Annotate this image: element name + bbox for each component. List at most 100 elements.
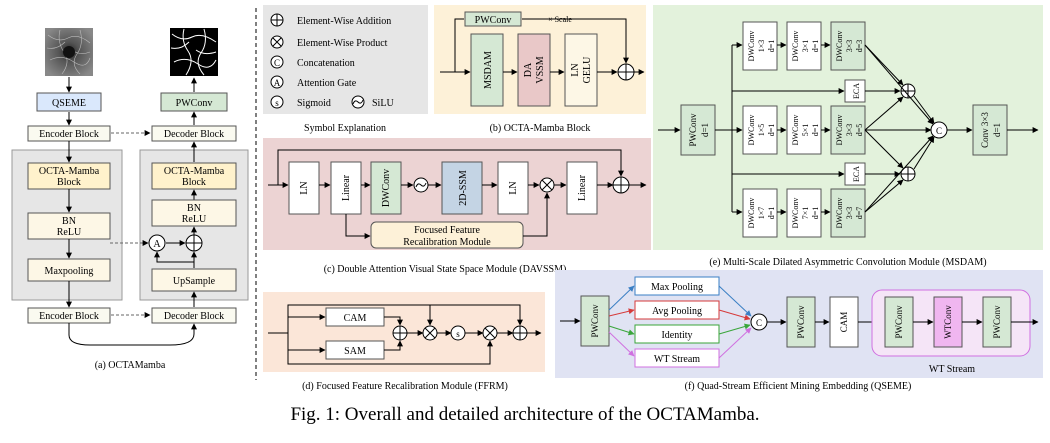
qseme-pwconv-1 — [580, 295, 610, 347]
panel-a: QSEME PWConv Encoder Block Decoder Block… — [11, 28, 249, 371]
branch-1-conv-1-a: DWConv — [747, 31, 756, 62]
wt-pwconv-2-label: PWConv — [992, 305, 1002, 339]
symbol-legend-caption: Symbol Explanation — [304, 123, 386, 134]
decoder-block-top — [151, 125, 237, 142]
ffrm-sam-label: SAM — [344, 346, 366, 357]
branch-3-conv-3-a: DWConv — [835, 198, 844, 229]
branch-3-conv-2-c: d=1 — [811, 207, 820, 220]
qseme-pwconv-2-label: PWConv — [796, 305, 806, 339]
legend-sigmoid-label: Sigmoid — [297, 98, 331, 109]
branch-2-conv-1-a: DWConv — [747, 115, 756, 146]
branch-2-conv-2-b: 5×1 — [801, 124, 810, 137]
davssm-ln-1-label: LN — [299, 181, 310, 194]
msdam-pwconv-label-2: d=1 — [700, 123, 710, 137]
davssm-dwconv — [370, 161, 402, 215]
branch-3-conv-1 — [742, 188, 778, 238]
decoder-mamba-label-2: Block — [182, 177, 206, 188]
wt-pwconv-1 — [884, 296, 914, 348]
msdam-conv-out — [972, 104, 1008, 156]
qseme-cam-label: CAM — [839, 312, 849, 333]
qseme-pwconv-1-label: PWConv — [590, 304, 600, 338]
concatenation-icon — [270, 55, 284, 69]
msdam-branch-2: DWConv 1×5 d=1 DWConv 5×1 d=1 DWConv 3×3… — [732, 105, 866, 155]
msdam-branch-3: DWConv 1×7 d=1 DWConv 7×1 d=1 DWConv 3×3… — [732, 188, 866, 238]
branch-2-conv-3-c: d=5 — [855, 124, 864, 137]
panel-f: PWConv Max Pooling Avg Pooling Identity … — [555, 270, 1043, 392]
encoder-relu-label: ReLU — [57, 227, 82, 238]
davssm-linear-2-label: Linear — [577, 174, 588, 201]
wtconv-block — [933, 296, 963, 348]
branch-2-conv-3-b: 3×3 — [845, 124, 854, 137]
legend-attention-label: Attention Gate — [297, 78, 357, 89]
branch-2-conv-3 — [830, 105, 866, 155]
decoder-mamba-label-1: OCTA-Mamba — [164, 166, 225, 177]
branch-1-conv-3-b: 3×3 — [845, 40, 854, 53]
panel-d-caption: (d) Focused Feature Recalibration Module… — [302, 381, 508, 392]
panel-b-pwconv-label: PWConv — [475, 15, 512, 26]
upsample-label: UpSample — [173, 276, 216, 287]
legend-silu-label: SiLU — [372, 98, 394, 109]
eca-label-1: ECA — [852, 83, 861, 99]
qseme-concat-letter: C — [756, 318, 762, 328]
decoder-block-top-label: Decoder Block — [164, 129, 224, 140]
bottleneck-connection — [68, 323, 197, 346]
msdam-pwconv-label-1: PWConv — [688, 113, 698, 147]
gelu-label: GELU — [582, 56, 593, 83]
pwconv-output-block — [160, 92, 228, 112]
branch-1-conv-3-c: d=3 — [855, 40, 864, 53]
ffrm-sigmoid-letter: s — [456, 329, 460, 339]
branch-1-conv-3-a: DWConv — [835, 31, 844, 62]
qseme-label: QSEME — [52, 98, 86, 109]
branch-1-conv-2 — [786, 21, 822, 71]
ss2d-block — [441, 161, 483, 215]
branch-3-conv-2-a: DWConv — [791, 198, 800, 229]
encoder-mamba-label-1: OCTA-Mamba — [39, 166, 100, 177]
branch-1-conv-3 — [830, 21, 866, 71]
attention-icon — [270, 75, 284, 89]
figure-caption: Fig. 1: Overall and detailed architectur… — [290, 404, 760, 425]
decoder-relu-label: ReLU — [182, 214, 207, 225]
wt-stream-label: WT Stream — [654, 354, 700, 365]
msdam-block — [470, 33, 504, 107]
panel-e-caption: (e) Multi-Scale Dilated Asymmetric Convo… — [709, 257, 986, 268]
encoder-block-top-label: Encoder Block — [39, 129, 99, 140]
encoder-block-bottom-label: Encoder Block — [39, 311, 99, 322]
branch-1-conv-1-b: 1×3 — [757, 40, 766, 53]
branch-1-conv-1 — [742, 21, 778, 71]
branch-3-conv-3-b: 3×3 — [845, 207, 854, 220]
legend-product-label: Element-Wise Product — [297, 38, 388, 49]
encoder-mamba-label-2: Block — [57, 177, 81, 188]
davssm-block — [517, 33, 551, 107]
max-pooling-label: Max Pooling — [651, 282, 703, 293]
ln-label: LN — [570, 63, 581, 76]
branch-1-conv-1-c: d=1 — [767, 40, 776, 53]
msdam-label: MSDAM — [483, 51, 494, 89]
eca-label-2: ECA — [852, 166, 861, 182]
legend-concat-letter: C — [274, 58, 280, 68]
davssm-ln-1 — [288, 161, 320, 215]
symbol-legend-bg — [263, 5, 428, 114]
panel-b-pwconv — [464, 11, 522, 27]
wt-pwconv-1-label: PWConv — [894, 305, 904, 339]
panel-b: PWConv × Scale MSDAM DA VSSM LN GELU (b)… — [434, 5, 646, 134]
pwconv-output-label: PWConv — [176, 98, 213, 109]
panel-c-caption: (c) Double Attention Visual State Space … — [324, 264, 567, 275]
panel-c: LN Linear DWConv 2D-SSM LN Linear Focuse… — [263, 138, 651, 275]
qseme-block — [36, 92, 102, 112]
branch-2-conv-1-c: d=1 — [767, 124, 776, 137]
wt-pwconv-2 — [982, 296, 1012, 348]
branch-3-conv-1-a: DWConv — [747, 198, 756, 229]
branch-1-conv-2-c: d=1 — [811, 40, 820, 53]
decoder-block-bottom-label: Decoder Block — [164, 311, 224, 322]
encoder-bn-label: BN — [62, 216, 76, 227]
wt-stream-title: WT Stream — [929, 364, 975, 375]
branch-2-conv-3-a: DWConv — [835, 115, 844, 146]
decoder-bn-relu — [151, 199, 237, 227]
branch-2-conv-1-b: 1×5 — [757, 124, 766, 137]
legend-attention-letter: A — [274, 78, 281, 88]
davssm-ln-2 — [497, 161, 529, 215]
panel-f-caption: (f) Quad-Stream Efficient Mining Embeddi… — [685, 381, 912, 392]
ss2d-label: 2D-SSM — [458, 170, 469, 206]
davssm-label-1: DA — [523, 62, 534, 77]
